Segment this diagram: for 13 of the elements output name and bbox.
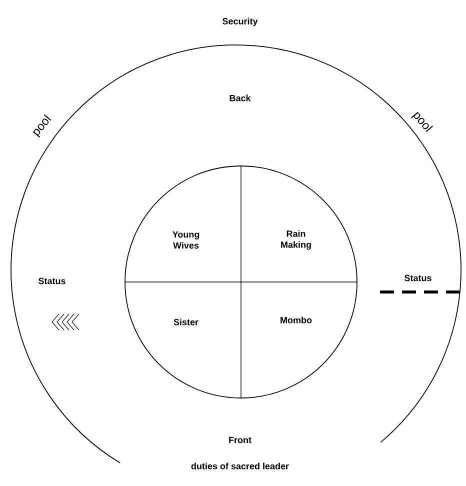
pool-label: pool bbox=[410, 112, 434, 132]
quadrant-label: Sister bbox=[174, 318, 198, 326]
zone-label: Back bbox=[230, 94, 251, 102]
inner-circle bbox=[124, 166, 358, 398]
status-label: Status bbox=[38, 278, 66, 284]
quadrant-label: Young Wives bbox=[172, 231, 200, 249]
heading-label: Security bbox=[222, 18, 258, 26]
zone-label: Front bbox=[229, 436, 252, 444]
outer-ring bbox=[10, 44, 462, 464]
status-label: Status bbox=[404, 274, 432, 282]
caption-text: duties of sacred leader bbox=[191, 462, 289, 470]
quadrant-label: Rain Making bbox=[281, 230, 311, 250]
quadrant-label: Mombo bbox=[280, 316, 312, 324]
